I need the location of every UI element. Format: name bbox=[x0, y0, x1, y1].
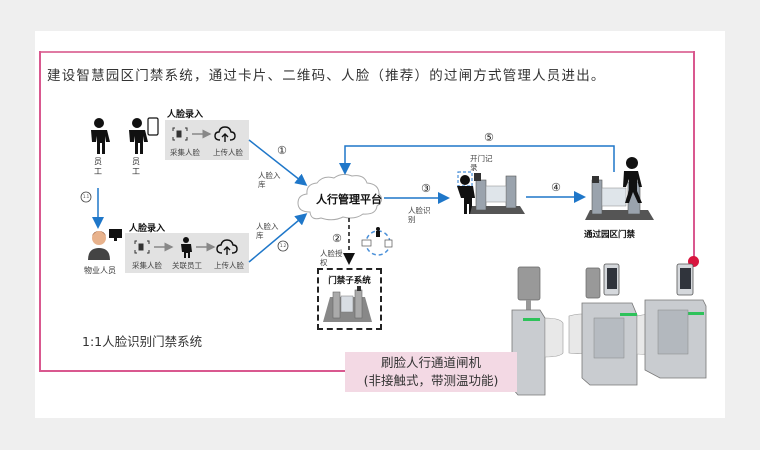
phone-icon bbox=[147, 117, 159, 136]
step-marker-1-1: 1.1 bbox=[82, 194, 90, 199]
employee-label-1: 员工 bbox=[94, 157, 102, 177]
capture-face-icon-top bbox=[172, 127, 188, 141]
capture-face-icon-bottom bbox=[134, 240, 150, 254]
edge-label-door-record: 开门记录 bbox=[470, 154, 493, 172]
step-marker-4: ④ bbox=[551, 181, 561, 194]
headline-text: 建设智慧园区门禁系统，通过卡片、二维码、人脸（推荐）的过闸方式管理人员进出。 bbox=[47, 68, 606, 84]
frame-border-bottom bbox=[39, 370, 346, 372]
upload-cloud-icon-bottom bbox=[216, 239, 238, 255]
edge-label-face-db-bottom-line2: 库 bbox=[256, 231, 264, 240]
edge-label-face-db-bottom-line1: 人脸入 bbox=[256, 222, 279, 231]
face-entry-top-box bbox=[165, 120, 249, 160]
edge-label-face-recog: 人脸识别 bbox=[408, 206, 431, 224]
employee-label-1-line2: 工 bbox=[94, 167, 102, 176]
marker-1-1-circle bbox=[80, 191, 92, 203]
turnstile-product-image bbox=[511, 263, 707, 396]
employee-icon-1 bbox=[91, 118, 110, 154]
face-entry-top-step-1: 采集人脸 bbox=[170, 148, 200, 157]
edge-label-door-record-line2: 录 bbox=[470, 163, 478, 172]
platform-cloud bbox=[297, 173, 383, 221]
step-marker-2: ② bbox=[332, 232, 342, 245]
edge-label-face-recog-line1: 人脸识 bbox=[408, 206, 431, 215]
access-subsystem-box: 门禁子系统 bbox=[317, 268, 382, 330]
arrow-step-1-2 bbox=[248, 213, 308, 263]
recognition-cycle-icon bbox=[361, 227, 393, 256]
employee-label-2: 员工 bbox=[132, 157, 140, 177]
edge-label-face-db-top-line2: 库 bbox=[258, 180, 266, 189]
face-entry-top-title: 人脸录入 bbox=[167, 110, 204, 120]
product-label-line1: 刷脸人行通道闸机 bbox=[380, 355, 481, 370]
edge-label-face-db-top: 人脸入库 bbox=[258, 171, 281, 189]
face-entry-bottom-title: 人脸录入 bbox=[129, 224, 166, 234]
face-entry-bottom-step-1: 采集人脸 bbox=[132, 261, 162, 270]
arrow-step-1 bbox=[248, 139, 308, 186]
employee-label-1-line1: 员 bbox=[94, 157, 102, 166]
edge-label-face-auth-line2: 权 bbox=[320, 258, 328, 267]
edge-label-face-auth-line1: 人脸授 bbox=[320, 249, 343, 258]
face-entry-bottom-step-3: 上传人脸 bbox=[214, 261, 244, 270]
employee-label-2-line2: 工 bbox=[132, 167, 140, 176]
employee-icon-2 bbox=[129, 118, 148, 154]
step-marker-1: ① bbox=[277, 144, 287, 157]
property-staff-icon bbox=[88, 229, 122, 260]
step-marker-1-2: 1.2 bbox=[279, 243, 287, 248]
product-label-line2: (非接触式，带测温功能) bbox=[363, 373, 499, 388]
frame-border-top bbox=[39, 51, 695, 53]
frame-border-right bbox=[693, 51, 695, 261]
frame-border-left bbox=[39, 51, 41, 372]
pass-gate-label: 通过园区门禁 bbox=[584, 230, 636, 240]
property-staff-label: 物业人员 bbox=[84, 266, 116, 275]
upload-cloud-icon-top bbox=[214, 126, 236, 142]
link-employee-icon bbox=[181, 237, 192, 258]
platform-label: 人行管理平台 bbox=[316, 193, 382, 206]
step-marker-5: ⑤ bbox=[484, 131, 494, 144]
subsystem-gate-image bbox=[323, 286, 372, 322]
pass-gate-image bbox=[585, 157, 654, 220]
marker-1-2-circle bbox=[277, 240, 289, 252]
edge-label-face-recog-line2: 别 bbox=[408, 215, 416, 224]
face-entry-top-step-2: 上传人脸 bbox=[213, 148, 243, 157]
edge-label-face-auth: 人脸授权 bbox=[320, 249, 343, 267]
step-marker-3: ③ bbox=[421, 182, 431, 195]
face-entry-bottom-step-2: 关联员工 bbox=[172, 261, 202, 270]
product-label: 刷脸人行通道闸机 (非接触式，带测温功能) bbox=[345, 352, 517, 392]
edge-label-face-db-top-line1: 人脸入 bbox=[258, 171, 281, 180]
arrow-step-5 bbox=[339, 145, 615, 175]
person-scanning-gate bbox=[457, 171, 525, 214]
employee-label-2-line1: 员 bbox=[132, 157, 140, 166]
system-title: 1:1人脸识别门禁系统 bbox=[82, 334, 203, 349]
frame-end-dot bbox=[688, 256, 699, 267]
access-subsystem-title: 门禁子系统 bbox=[328, 276, 371, 286]
edge-label-door-record-line1: 开门记 bbox=[470, 154, 493, 163]
edge-label-face-db-bottom: 人脸入库 bbox=[256, 222, 279, 240]
